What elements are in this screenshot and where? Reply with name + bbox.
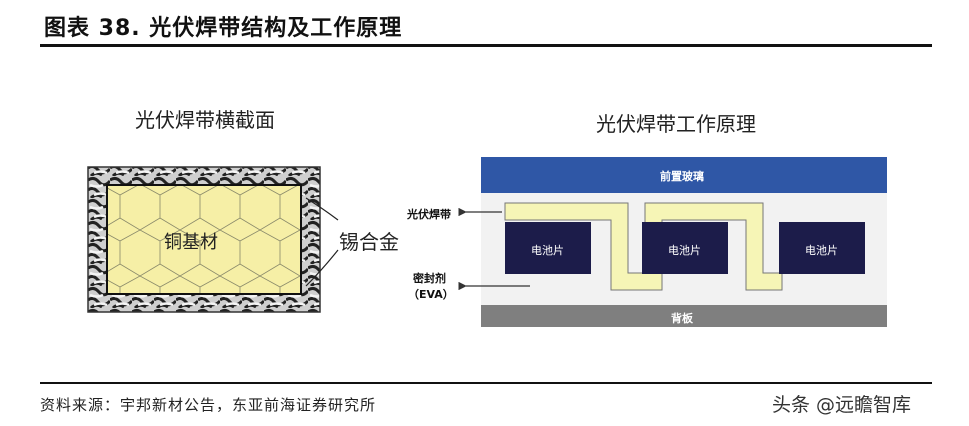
module-diagram [458, 157, 887, 327]
ribbon-cross-section [87, 166, 339, 313]
solar-cell [779, 222, 865, 274]
solar-cell-label: 电池片 [531, 244, 564, 257]
eva-label: （EVA） [408, 288, 454, 301]
solar-cell [642, 222, 728, 274]
backsheet-layer [481, 305, 887, 327]
front-glass-label: 前置玻璃 [660, 170, 704, 183]
solar-cell-label: 电池片 [805, 244, 838, 257]
solar-cell [505, 222, 591, 274]
coating-leader-line-bottom [305, 249, 339, 287]
ribbon-label: 光伏焊带 [407, 208, 451, 221]
front-glass-layer [481, 157, 887, 193]
encapsulant-label: 密封剂 [413, 272, 446, 285]
title-divider [40, 44, 932, 47]
watermark: 头条 @远瞻智库 [772, 394, 912, 416]
ribbon-path [504, 202, 783, 291]
solar-cell-label: 电池片 [668, 244, 701, 257]
figure-title: 图表 38. 光伏焊带结构及工作原理 [44, 16, 403, 41]
source-note: 资料来源：宇邦新材公告，东亚前海证券研究所 [40, 396, 377, 414]
cross-section-caption: 光伏焊带横截面 [135, 108, 275, 132]
copper-core [106, 184, 302, 295]
backsheet-label: 背板 [671, 312, 693, 325]
coating-leader-line-top [305, 197, 339, 221]
tin-alloy-label: 锡合金 [339, 230, 399, 254]
working-principle-caption: 光伏焊带工作原理 [596, 112, 756, 136]
copper-core-label: 铜基材 [164, 232, 218, 253]
footer-divider [40, 382, 932, 384]
